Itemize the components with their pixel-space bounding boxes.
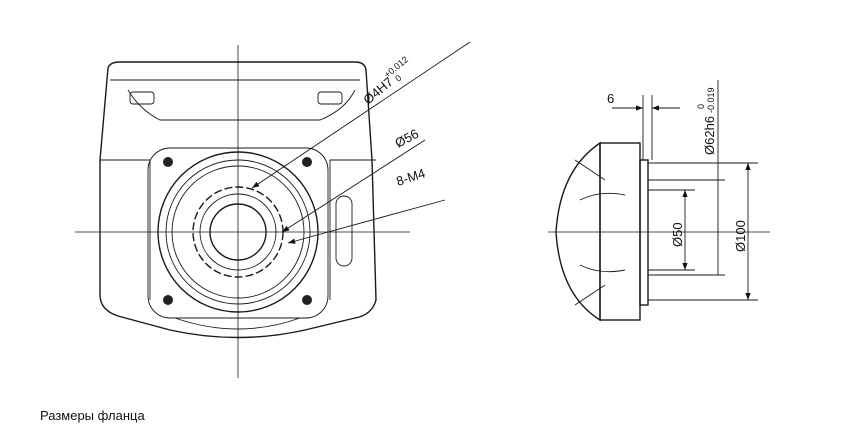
bore-tol-lower: 0 <box>393 73 403 84</box>
spigot-tol-upper: 0 <box>696 104 706 109</box>
front-view: Ø4H7 +0.012 0 Ø56 8-M4 <box>75 41 471 378</box>
mount-hole <box>302 295 312 305</box>
thickness-dimension: 6 <box>607 91 614 106</box>
side-view: 6 Ø50 Ø62h6 0 -0.019 Ø100 <box>548 80 770 322</box>
spigot-dimension: Ø62h6 <box>702 116 717 155</box>
pcd-dimension: Ø56 <box>392 126 421 151</box>
thread-dimension: 8-M4 <box>394 165 427 188</box>
pcd-leader <box>281 139 426 233</box>
bolt-circle <box>192 186 284 278</box>
robot-wrist-body <box>99 61 377 339</box>
flange-body <box>599 142 641 321</box>
mount-hole <box>163 295 173 305</box>
flange-outer-circle <box>157 151 319 313</box>
bore-leader <box>251 41 471 189</box>
flange-face <box>639 159 649 306</box>
mount-hole <box>302 157 312 167</box>
inner-diameter-dimension: Ø50 <box>670 222 685 247</box>
center-bore <box>209 203 267 261</box>
outer-diameter-dimension: Ø100 <box>733 220 748 252</box>
spigot-tol-lower: -0.019 <box>706 87 716 113</box>
wrist-profile <box>555 141 601 322</box>
thread-leader <box>287 199 446 244</box>
bore-dimension: Ø4H7 <box>360 74 396 107</box>
figure-caption: Размеры фланца <box>40 408 145 423</box>
mount-hole <box>163 157 173 167</box>
